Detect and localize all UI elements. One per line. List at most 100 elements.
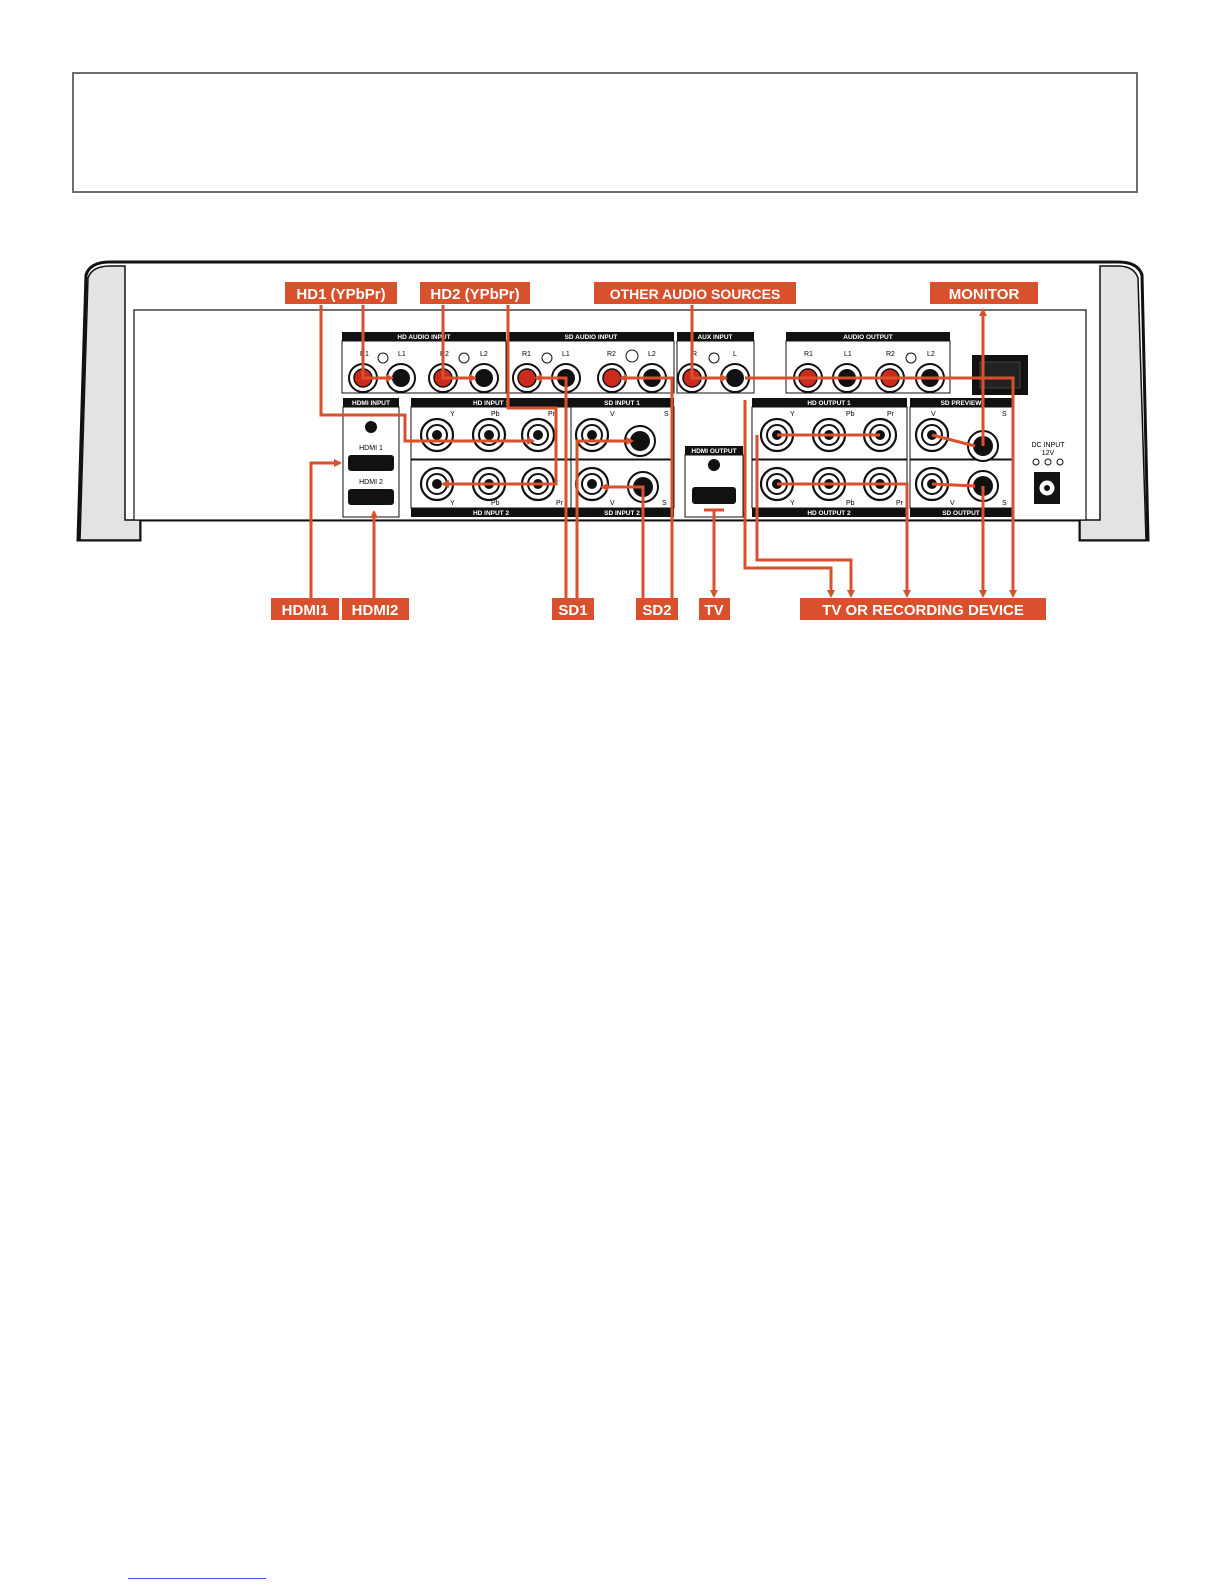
- hd-audio-l1-jack: [386, 363, 416, 393]
- hd-input-2-pb-label: Pb: [491, 500, 500, 507]
- audio-output-label: AUDIO OUTPUT: [843, 334, 893, 341]
- callout-other-audio: OTHER AUDIO SOURCES: [594, 282, 796, 304]
- hdmi-output-bar: [685, 446, 743, 455]
- hd-output-1-pb-label: Pb: [846, 411, 855, 418]
- hd-audio-l2-jack: [469, 363, 499, 393]
- rec-audio-line: [745, 376, 1017, 598]
- hd-output-2-pr-label: Pr: [896, 500, 904, 507]
- sd-audio-input-bar: [509, 332, 674, 341]
- hd-input-1-y-label: Y: [450, 411, 455, 418]
- chassis-left-side: [79, 265, 141, 541]
- callout-sd2: SD2: [636, 598, 678, 620]
- sd1-audio-line-a: [534, 374, 568, 600]
- sd-preview-label: SD PREVIEW: [941, 400, 983, 407]
- sd-input-2-label: SD INPUT 2: [604, 510, 640, 517]
- svg-text:SD1: SD1: [558, 602, 587, 619]
- hd-in1-y-jack: [419, 417, 455, 453]
- dc-volts-label: 12V: [1042, 450, 1055, 457]
- hdmi-output-screw-icon: [708, 459, 720, 471]
- hd-in1-pr-jack: [520, 417, 556, 453]
- hd-output-2-bar: [752, 508, 907, 517]
- callout-sd1: SD1: [552, 598, 594, 620]
- sd-input-2-s-label: S: [662, 500, 667, 507]
- aux-l-jack: [720, 363, 750, 393]
- audio-out-l1-label: L1: [844, 351, 852, 358]
- hd-in1-pb-jack: [471, 417, 507, 453]
- sd-input-2-bar: [571, 508, 674, 517]
- aux-input-bar: [677, 332, 754, 341]
- hdmi1-line: [309, 459, 342, 600]
- hd-audio-r2-label: R2: [440, 351, 449, 358]
- ground-icon: [377, 352, 389, 364]
- sd-in2-v-jack: [574, 466, 610, 502]
- sd1-video-line: [575, 437, 634, 600]
- audio-out-l2-label: L2: [927, 351, 935, 358]
- sd-preview-v-label: V: [931, 411, 936, 418]
- header-frame: [72, 72, 1138, 193]
- sd-input-1-v-label: V: [610, 411, 615, 418]
- other-audio-line: [690, 305, 728, 382]
- sd-preview-s-label: S: [1002, 411, 1007, 418]
- rec-sd-out-row: [931, 482, 976, 488]
- sd-audio-l1-label: L1: [562, 351, 570, 358]
- hd-input-1-pb-label: Pb: [491, 411, 500, 418]
- ground-icon: [625, 349, 639, 363]
- dc-polarity-icon: [1032, 458, 1064, 466]
- rec-hd1-line: [755, 435, 855, 598]
- audio-output-frame: [785, 340, 951, 394]
- hd-audio-r1-label: R1: [360, 351, 369, 358]
- hdmi-2-label: HDMI 2: [359, 479, 383, 486]
- sd-audio-r1-jack: [512, 363, 542, 393]
- sd-output-label: SD OUTPUT: [942, 510, 980, 517]
- svg-text:HD1 (YPbPr): HD1 (YPbPr): [296, 286, 385, 303]
- aux-input-label: AUX INPUT: [697, 334, 732, 341]
- connection-diagram: HD AUDIO INPUT SD AUDIO INPUT AUX INPUT …: [76, 260, 1150, 620]
- svg-text:TV: TV: [704, 602, 723, 619]
- hd-input-1-pr-label: Pr: [548, 411, 556, 418]
- sd-audio-l2-label: L2: [648, 351, 656, 358]
- hd-input-1-label: HD INPUT 1: [473, 400, 510, 407]
- sd2-video-line: [600, 483, 645, 600]
- svg-text:SD2: SD2: [642, 602, 671, 619]
- connection-lines: [309, 305, 1017, 600]
- ground-icon: [905, 352, 917, 364]
- ground-icon: [541, 352, 553, 364]
- hd-output-1-label: HD OUTPUT 1: [807, 400, 851, 407]
- callout-hdmi1: HDMI1: [271, 598, 339, 620]
- hd-input-2-y-label: Y: [450, 500, 455, 507]
- hd2-audio-line: [441, 305, 477, 382]
- rec-hd2-line: [777, 482, 911, 598]
- hd-input-2-label: HD INPUT 2: [473, 510, 510, 517]
- callout-hd2: HD2 (YPbPr): [420, 282, 530, 304]
- hdmi-input-bar: [343, 398, 399, 407]
- sd-input-1-bar: [571, 398, 674, 407]
- svg-text:MONITOR: MONITOR: [949, 286, 1020, 303]
- aux-input-frame: [676, 340, 755, 394]
- sd-preview-bar: [910, 398, 1013, 407]
- rec-audio2-line: [743, 400, 835, 598]
- svg-text:HDMI1: HDMI1: [282, 602, 329, 619]
- ground-icon: [708, 352, 720, 364]
- sd-input-1-frame: [570, 406, 675, 460]
- sd-output-s-label: S: [1002, 500, 1007, 507]
- sd-audio-r1-label: R1: [522, 351, 531, 358]
- sd-input-1-s-label: S: [664, 411, 669, 418]
- svg-text:HD2 (YPbPr): HD2 (YPbPr): [430, 286, 519, 303]
- hd-audio-input-frame: [341, 340, 507, 394]
- rec-sd-preview-row: [931, 433, 976, 448]
- dc-input-label: DC INPUT: [1031, 442, 1065, 449]
- hd-input-1-bar: [411, 398, 571, 407]
- hd-output-1-pr-label: Pr: [887, 411, 895, 418]
- sd-audio-r2-label: R2: [607, 351, 616, 358]
- footer-link-underline[interactable]: [128, 1578, 266, 1579]
- hd-audio-l2-label: L2: [480, 351, 488, 358]
- audio-output-bar: [786, 332, 950, 341]
- hdmi-input-label: HDMI INPUT: [352, 400, 390, 407]
- sd-in1-v-jack: [574, 417, 610, 453]
- hdmi-output-label: HDMI OUTPUT: [691, 448, 736, 455]
- ground-icon: [458, 352, 470, 364]
- power-switch[interactable]: [972, 355, 1028, 395]
- svg-text:TV OR RECORDING DEVICE: TV OR RECORDING DEVICE: [822, 602, 1024, 619]
- audio-out-r2-label: R2: [886, 351, 895, 358]
- hd2-line: [441, 305, 558, 488]
